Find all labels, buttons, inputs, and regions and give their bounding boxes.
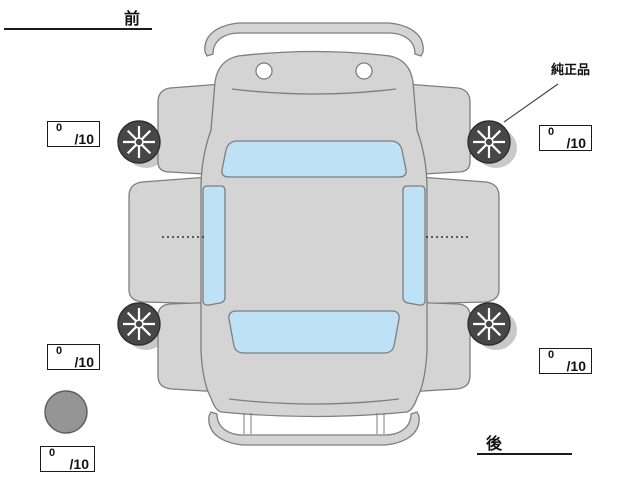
score-denominator: /10: [74, 131, 94, 147]
wheel-front-right-icon: [466, 119, 512, 165]
rear-bumper: [208, 411, 420, 446]
rear-window: [228, 310, 400, 354]
tread-score-spare: 0 /10: [40, 446, 95, 472]
score-value: 0: [548, 349, 555, 361]
tread-score-front-right: 0 /10: [539, 125, 592, 151]
score-denominator: /10: [74, 354, 94, 370]
tread-score-rear-right: 0 /10: [539, 348, 592, 374]
front-bumper: [204, 22, 424, 57]
rear-bumper-mounts: [243, 413, 385, 434]
hood-seam-line: [231, 88, 397, 95]
windshield: [221, 140, 407, 178]
score-denominator: /10: [69, 456, 89, 472]
wheel-front-left-icon: [116, 119, 162, 165]
score-denominator: /10: [566, 358, 586, 374]
wheel-rear-right-icon: [466, 301, 512, 347]
left-door-panel: [128, 175, 223, 305]
wheel-rear-left-icon: [116, 301, 162, 347]
front-label: 前: [124, 11, 142, 28]
score-value: 0: [56, 122, 63, 134]
front-label-underline: [4, 28, 152, 30]
score-value: 0: [548, 126, 555, 138]
hood-cap-left: [255, 62, 273, 80]
rear-label-underline: [477, 453, 572, 455]
right-door-panel: [405, 175, 500, 305]
hood-cap-right: [355, 62, 373, 80]
right-side-window: [402, 185, 426, 306]
genuine-part-pointer-line: [503, 83, 559, 123]
score-value: 0: [56, 345, 63, 357]
score-denominator: /10: [566, 135, 586, 151]
car-diagram: [116, 22, 517, 446]
rear-label: 後: [486, 436, 504, 453]
tread-score-rear-left: 0 /10: [47, 344, 100, 370]
spare-tire-icon: [44, 390, 88, 434]
tread-score-front-left: 0 /10: [47, 121, 100, 147]
car-body: [200, 50, 428, 418]
score-value: 0: [49, 447, 56, 459]
trunk-seam-line: [228, 398, 400, 405]
genuine-part-label: 純正品: [551, 62, 591, 77]
left-side-window: [202, 185, 226, 306]
